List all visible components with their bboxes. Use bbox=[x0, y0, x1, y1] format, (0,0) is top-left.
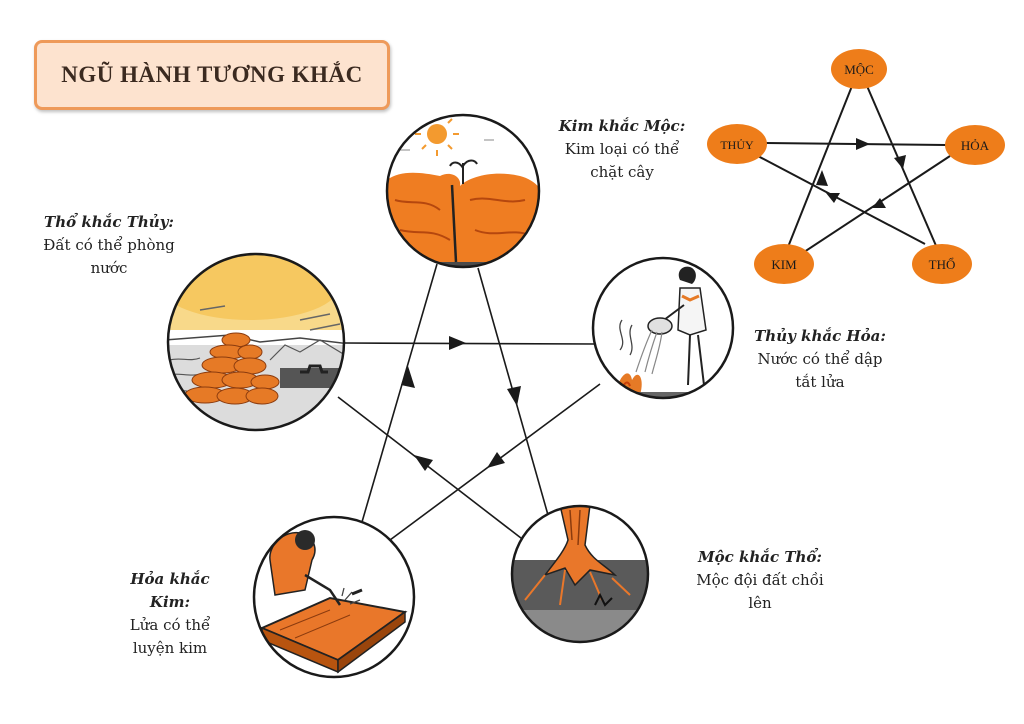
node-thuy: THỦY bbox=[707, 124, 767, 164]
node-moc-label: MỘC bbox=[844, 62, 874, 77]
arrow-left-to-right bbox=[449, 336, 466, 350]
page-title: NGŨ HÀNH TƯƠNG KHẮC bbox=[61, 62, 363, 87]
node-tho-label: THỔ bbox=[929, 257, 956, 272]
circle-moc-khac-tho bbox=[510, 504, 650, 644]
mini-arrow-thuy-hoa bbox=[856, 138, 870, 150]
circle-hoa-khac-kim bbox=[252, 515, 416, 679]
mini-arrow-tho-thuy bbox=[826, 193, 840, 203]
caption-kim-khac-moc-line1: Kim loại có thể bbox=[564, 140, 680, 158]
title-box: NGŨ HÀNH TƯƠNG KHẮC bbox=[34, 40, 390, 110]
caption-thuy-khac-hoa-line1: Nước có thể dập bbox=[757, 350, 883, 368]
caption-hoa-khac-kim: Hỏa khắc Kim: Lửa có thể luyện kim bbox=[110, 568, 230, 660]
caption-kim-khac-moc-line2: chặt cây bbox=[590, 163, 654, 181]
node-moc: MỘC bbox=[831, 49, 887, 89]
arrow-top-to-bottom-right bbox=[507, 386, 521, 406]
caption-hoa-khac-kim-line1: Lửa có thể bbox=[129, 616, 211, 634]
mini-line-kim-moc bbox=[787, 85, 853, 248]
node-hoa: HỎA bbox=[945, 125, 1005, 165]
node-tho: THỔ bbox=[912, 244, 972, 284]
main-arrows bbox=[401, 336, 521, 471]
caption-kim-khac-moc-head: Kim khắc Mộc: bbox=[558, 117, 686, 135]
circle-thuy-khac-hoa bbox=[591, 256, 735, 400]
caption-moc-khac-tho-line2: lên bbox=[748, 594, 772, 612]
line-bottom-right-to-left bbox=[337, 396, 531, 546]
mini-arrow-kim-moc bbox=[816, 170, 828, 186]
caption-thuy-khac-hoa-line2: tắt lửa bbox=[795, 373, 845, 391]
caption-tho-khac-thuy-line1: Đất có thể phòng bbox=[43, 236, 175, 254]
node-thuy-label: THỦY bbox=[720, 138, 754, 152]
mini-line-tho-thuy bbox=[755, 154, 926, 245]
line-bottom-left-to-top bbox=[361, 263, 438, 523]
caption-tho-khac-thuy-line2: nước bbox=[90, 259, 128, 277]
arrow-bottom-left-to-top bbox=[401, 366, 415, 388]
main-star-lines bbox=[337, 263, 601, 546]
node-kim: KIM bbox=[754, 244, 814, 284]
mini-arrow-moc-tho bbox=[894, 155, 906, 169]
caption-thuy-khac-hoa-head: Thủy khắc Hỏa: bbox=[754, 327, 886, 345]
mini-diagram: MỘC THỦY HỎA KIM THỔ bbox=[707, 49, 1005, 284]
circle-kim-khac-moc bbox=[385, 113, 541, 269]
caption-thuy-khac-hoa: Thủy khắc Hỏa: Nước có thể dập tắt lửa bbox=[740, 325, 900, 394]
node-hoa-label: HỎA bbox=[961, 138, 990, 153]
mini-arrow-hoa-kim bbox=[872, 198, 886, 208]
caption-moc-khac-tho: Mộc khắc Thổ: Mộc đội đất chồi lên bbox=[680, 546, 840, 615]
line-left-to-right bbox=[344, 342, 597, 345]
caption-hoa-khac-kim-head2: Kim: bbox=[149, 593, 191, 611]
caption-moc-khac-tho-line1: Mộc đội đất chồi bbox=[696, 571, 824, 589]
caption-hoa-khac-kim-line2: luyện kim bbox=[132, 639, 208, 657]
caption-kim-khac-moc: Kim khắc Mộc: Kim loại có thể chặt cây bbox=[548, 115, 696, 184]
arrow-bottom-right-to-left bbox=[414, 455, 433, 471]
caption-moc-khac-tho-head: Mộc khắc Thổ: bbox=[698, 548, 822, 566]
caption-hoa-khac-kim-head1: Hỏa khắc bbox=[130, 570, 210, 588]
caption-tho-khac-thuy-head: Thổ khắc Thủy: bbox=[44, 213, 174, 231]
caption-tho-khac-thuy: Thổ khắc Thủy: Đất có thể phòng nước bbox=[24, 211, 194, 280]
node-kim-label: KIM bbox=[771, 257, 797, 272]
arrow-right-to-bottom-left bbox=[487, 452, 505, 468]
